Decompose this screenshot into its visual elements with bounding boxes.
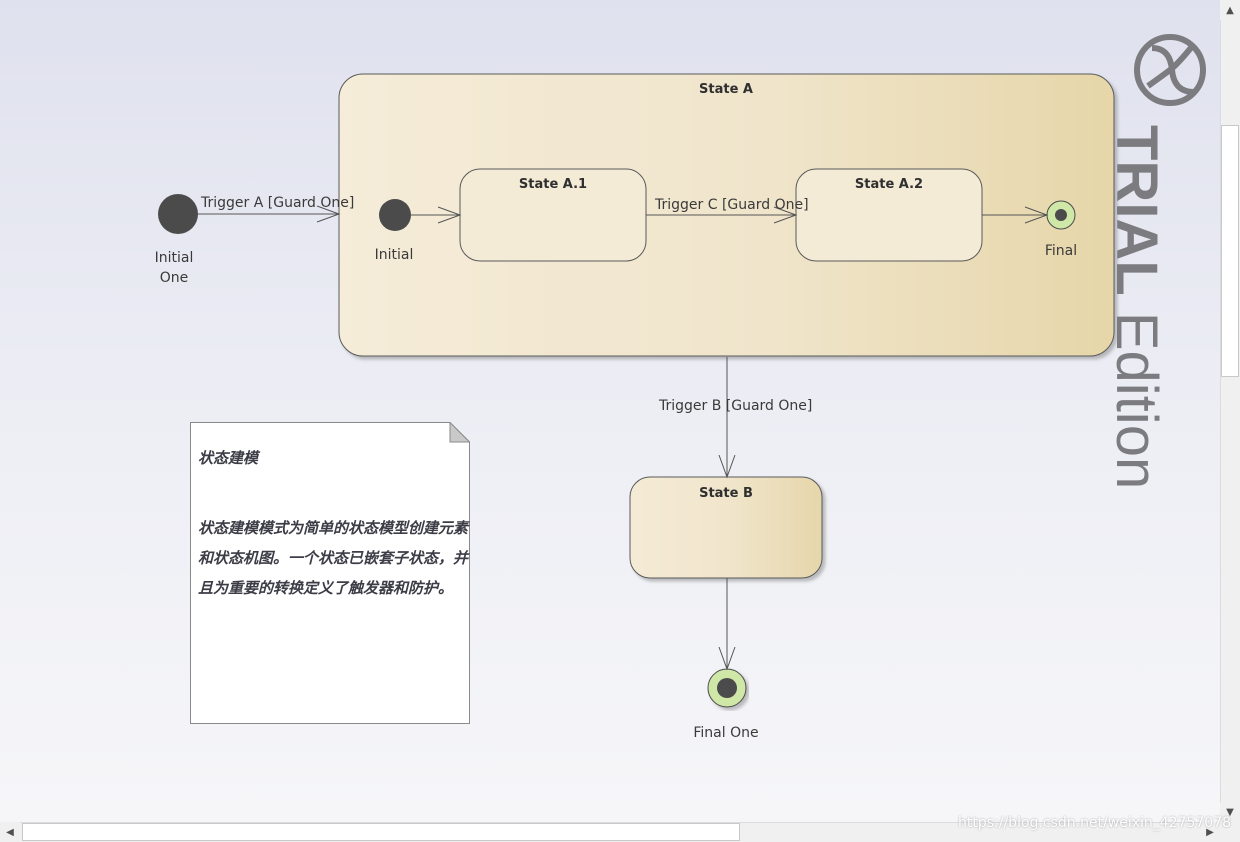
trial-word: TRIAL	[1104, 125, 1169, 296]
edition-word: Edition	[1104, 295, 1169, 490]
state-a2[interactable]: State A.2	[795, 168, 983, 262]
state-a2-title: State A.2	[855, 177, 923, 192]
note-heading: 状态建模	[198, 449, 259, 467]
trigger-a-label: Trigger A [Guard One]	[200, 195, 354, 211]
scrollbar-corner	[1220, 822, 1240, 842]
diagram-canvas[interactable]: State A State A.1 State A.2 State B Init…	[0, 0, 1220, 822]
state-a1[interactable]: State A.1	[459, 168, 647, 262]
initial-one-label-line1: Initial	[155, 250, 194, 266]
state-a-title: State A	[699, 82, 753, 97]
scroll-right-icon[interactable]: ▶	[1200, 822, 1220, 842]
final-label: Final	[1045, 243, 1077, 259]
trigger-c-label: Trigger C [Guard One]	[654, 197, 809, 213]
note-text: 状态建模 状态建模模式为简单的状态模型创建元素和状态机图。一个状态已嵌套子状态，…	[198, 443, 468, 603]
initial-one-label-line2: One	[160, 270, 189, 286]
initial-label: Initial	[375, 247, 414, 263]
enterprise-architect-logo-icon	[1134, 34, 1206, 106]
vertical-scroll-thumb[interactable]	[1221, 125, 1239, 377]
note[interactable]	[190, 422, 470, 724]
vertical-scrollbar[interactable]	[1220, 0, 1240, 822]
final-one-pseudostate[interactable]	[707, 668, 747, 708]
note-fold-icon	[449, 422, 470, 443]
initial-pseudostate[interactable]	[379, 199, 411, 231]
csdn-watermark-url: https://blog.csdn.net/weixin_42757078	[958, 815, 1232, 831]
final-pseudostate[interactable]	[1046, 200, 1076, 230]
transition-arrows	[198, 205, 1049, 671]
state-machine-diagram: State A State A.1 State A.2 State B Init…	[155, 34, 1206, 741]
trigger-b-label: Trigger B [Guard One]	[658, 398, 812, 414]
horizontal-scroll-thumb[interactable]	[22, 823, 740, 841]
scroll-up-icon[interactable]: ▲	[1220, 0, 1240, 20]
note-body: 状态建模模式为简单的状态模型创建元素和状态机图。一个状态已嵌套子状态，并且为重要…	[198, 519, 469, 597]
scroll-down-icon[interactable]: ▼	[1220, 802, 1240, 822]
state-b[interactable]: State B	[629, 476, 823, 579]
final-one-label: Final One	[693, 725, 758, 741]
state-a1-title: State A.1	[519, 177, 587, 192]
initial-one-pseudostate[interactable]	[158, 194, 198, 234]
state-b-title: State B	[699, 486, 753, 501]
scroll-left-icon[interactable]: ◀	[0, 822, 20, 842]
